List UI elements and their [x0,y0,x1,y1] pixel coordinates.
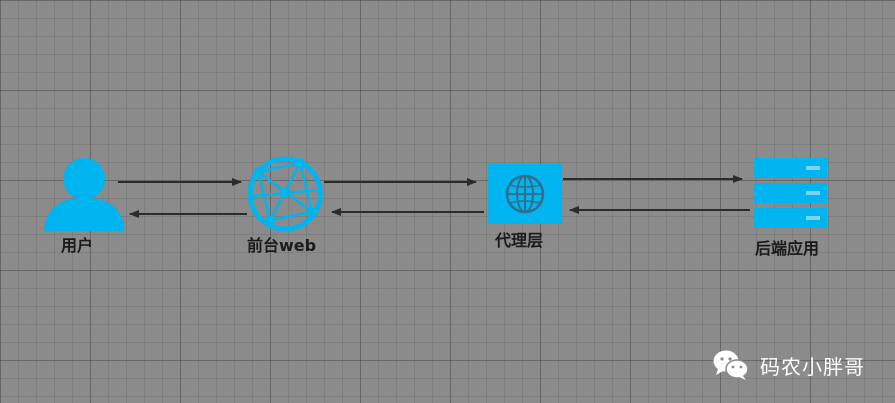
node-label-user: 用户 [61,236,94,255]
wechat-icon [713,350,749,380]
watermark: 码农小胖哥 [712,347,865,383]
user-icon [44,158,124,231]
watermark-text: 码农小胖哥 [760,354,865,379]
node-label-web: 前台web [247,236,317,255]
globe-box-icon [488,164,562,224]
node-label-backend: 后端应用 [755,239,820,258]
globe-network-icon [247,156,323,232]
server-stack-icon [754,158,827,228]
node-label-proxy: 代理层 [495,231,544,250]
